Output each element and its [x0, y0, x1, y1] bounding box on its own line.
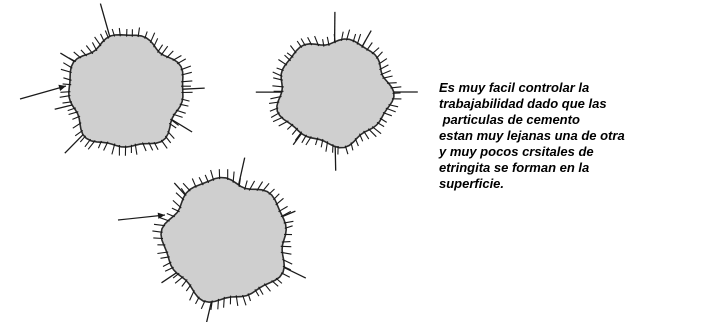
crystal-hair — [224, 297, 225, 308]
crystal-hair — [279, 121, 289, 126]
crystal-hair — [273, 117, 283, 122]
crystal-hair — [154, 224, 165, 225]
crystal-hair — [86, 46, 93, 54]
crystal-hair — [276, 198, 284, 205]
crystal-hair — [95, 37, 101, 46]
caption-line-7: superficie. — [439, 176, 707, 192]
crystal-hair — [263, 183, 270, 191]
needle-crystal — [362, 31, 371, 47]
crystal-hair — [177, 59, 186, 64]
crystal-hair — [295, 132, 301, 141]
crystal-hair — [273, 194, 279, 200]
caption-line-6: etringita se forman en la — [439, 160, 707, 176]
crystal-hair — [186, 284, 191, 291]
crystal-hair — [272, 281, 279, 287]
cement-particle-3 — [152, 158, 305, 322]
needle-crystal — [183, 88, 205, 89]
pointer-arrow-line — [118, 215, 165, 220]
caption-line-4: estan muy lejanas una de otra — [439, 128, 707, 144]
needle-crystal — [60, 53, 74, 61]
particle-body — [69, 35, 183, 147]
crystal-hair — [160, 218, 170, 221]
crystal-hair — [165, 136, 170, 143]
crystal-hair — [161, 46, 168, 55]
caption-line-5: y muy pocos crsitales de — [439, 144, 707, 160]
cement-particle-1 — [55, 4, 205, 156]
crystal-hair — [271, 113, 280, 118]
caption-line-3: particulas de cemento — [439, 112, 707, 128]
caption-line-1: Es muy facil controlar la — [439, 80, 707, 96]
needle-crystal — [55, 105, 72, 109]
crystal-hair — [161, 140, 167, 148]
crystal-hair — [386, 108, 396, 112]
needle-crystal — [172, 120, 192, 133]
explanation-caption: Es muy facil controlar la trabajabilidad… — [439, 80, 707, 192]
crystal-hair — [290, 46, 296, 54]
pointer-arrow-line — [20, 86, 66, 99]
crystal-hair — [173, 200, 181, 208]
crystal-hair — [60, 92, 70, 93]
needle-crystal — [335, 147, 336, 171]
crystal-hair — [168, 131, 175, 138]
crystal-hair — [176, 193, 184, 200]
crystal-hair — [150, 33, 154, 43]
crystal-hair — [269, 189, 275, 194]
crystal-hair — [74, 52, 81, 58]
crystal-hair — [281, 273, 290, 278]
crystal-hair — [376, 52, 382, 59]
crystal-hair — [85, 139, 91, 147]
needle-crystal — [293, 134, 301, 145]
crystal-hair — [92, 42, 97, 51]
caption-line-2: trabajabilidad dado que las — [439, 96, 707, 112]
crystal-hair — [190, 290, 195, 300]
crystal-hair — [158, 45, 163, 53]
crystal-hair — [287, 124, 293, 130]
crystal-hair — [167, 51, 174, 58]
crystal-hair — [278, 60, 287, 66]
cement-particle-2 — [256, 12, 418, 171]
crystal-hair — [153, 238, 163, 239]
crystal-hair — [183, 183, 190, 191]
needle-crystal — [100, 4, 109, 37]
crystal-hair — [173, 56, 182, 61]
crystal-hair — [387, 83, 397, 84]
crystal-hair — [63, 63, 72, 68]
crystal-hair — [276, 278, 282, 283]
crystal-hair — [182, 279, 187, 286]
needle-crystal — [65, 135, 83, 154]
crystal-hair — [285, 55, 291, 61]
crystal-hair — [357, 34, 360, 45]
crystal-hair — [218, 299, 219, 309]
crystal-hair — [279, 206, 288, 211]
crystal-hair — [175, 276, 183, 283]
crystal-hair — [101, 34, 105, 42]
crystal-hair — [282, 242, 291, 243]
crystal-hair — [372, 127, 381, 134]
crystal-hair — [367, 43, 373, 51]
crystal-hair — [154, 38, 158, 47]
needle-crystal — [239, 158, 245, 185]
crystal-hair — [372, 48, 379, 54]
crystal-hair — [368, 129, 376, 137]
crystal-hair — [292, 128, 298, 135]
needle-crystal — [205, 302, 211, 322]
crystal-hair — [264, 284, 270, 292]
